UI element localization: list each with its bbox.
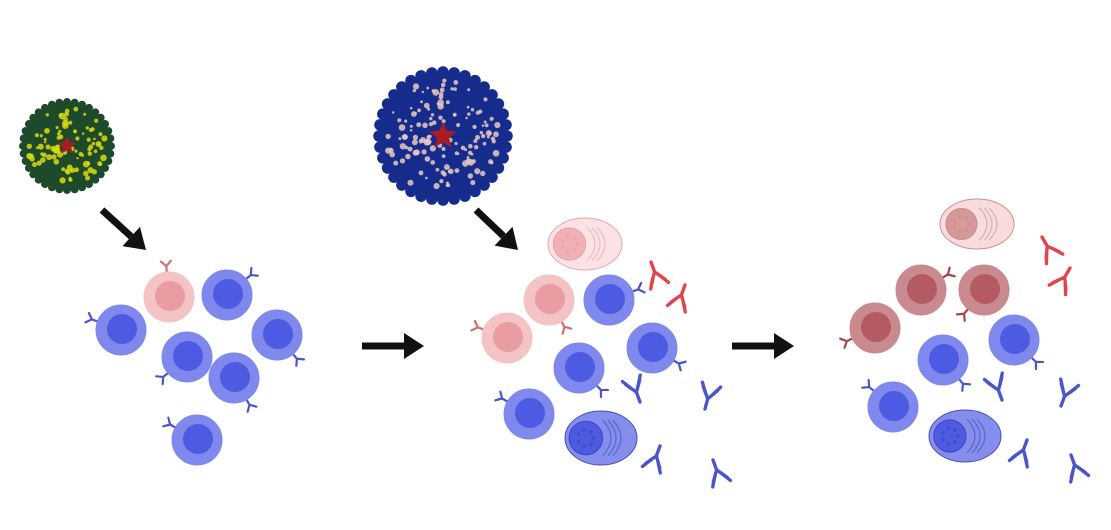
b-cell-icon (162, 414, 223, 466)
b-cell-icon (201, 266, 259, 321)
arrow-icon (732, 333, 794, 359)
b-cell-icon (553, 342, 610, 399)
antibody-icon (1050, 377, 1081, 411)
b-cell-icon (626, 322, 687, 374)
b-cell-icon (839, 302, 901, 354)
arrow-icon (473, 207, 518, 250)
antibody-icon (1060, 450, 1091, 484)
arrow-icon (99, 207, 146, 250)
virus-large-icon (373, 66, 513, 206)
b-cell-icon (861, 378, 919, 433)
antibody-icon (702, 455, 733, 489)
antibody-icon (620, 373, 651, 407)
b-cell-icon (523, 274, 575, 335)
antibody-icon (1047, 261, 1080, 297)
b-cell-icon (988, 314, 1045, 371)
b-cell-icon (208, 352, 260, 413)
b-cell-icon (895, 264, 956, 316)
plasma-cell-icon (564, 410, 638, 466)
plasma-cell-icon (928, 409, 1002, 463)
antibody-icon (982, 371, 1013, 405)
b-cell-icon (494, 388, 555, 440)
b-cell-icon (955, 264, 1010, 322)
antibody-icon (1032, 230, 1065, 266)
b-cell-icon (251, 309, 306, 367)
antibody-icon (640, 257, 671, 291)
b-cell-icon (583, 274, 646, 326)
b-cell-icon (470, 312, 533, 364)
antibody-icon (1007, 435, 1038, 469)
plasma-cell-icon (939, 198, 1015, 250)
antibody-icon (640, 441, 671, 475)
b-cell-icon (917, 334, 972, 392)
b-cell-icon (143, 259, 195, 323)
b-cell-icon (84, 304, 147, 356)
virus-small-icon (19, 98, 115, 194)
plasma-cell-icon (547, 217, 623, 271)
antibody-icon (694, 380, 723, 414)
b-cell-icon (155, 331, 213, 386)
arrow-icon (362, 333, 424, 359)
antibody-icon (665, 280, 696, 314)
